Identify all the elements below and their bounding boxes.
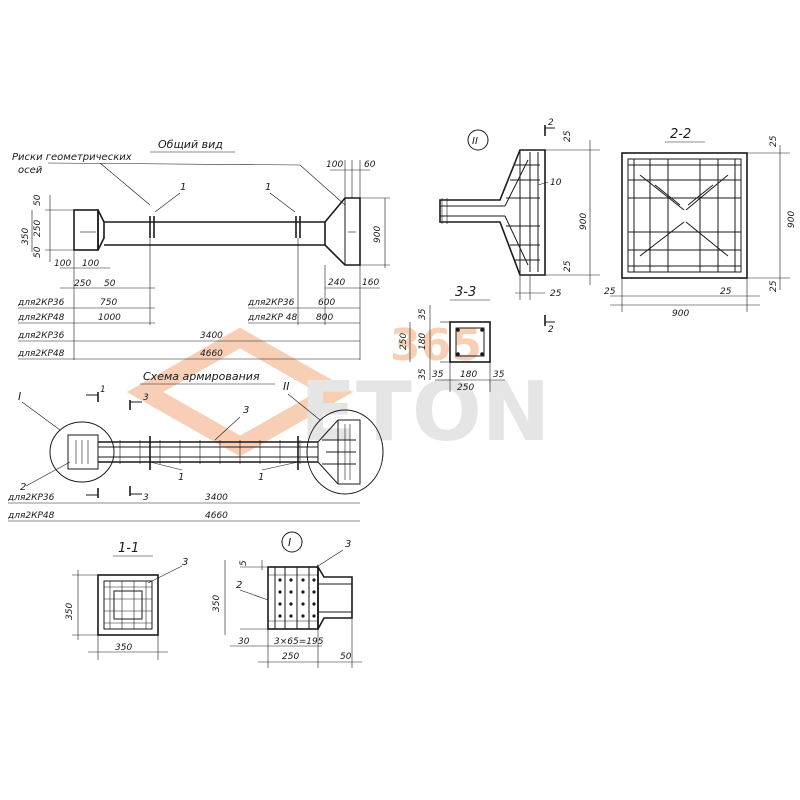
mark-1-a: 1 bbox=[180, 182, 186, 193]
node-I-label: I bbox=[18, 390, 21, 403]
mark-1-b: 1 bbox=[265, 182, 271, 193]
scheme-title: Схема армирования bbox=[143, 370, 260, 383]
watermark-eton: ETON bbox=[300, 365, 550, 460]
section-2-2: 2-2 25 900 25 25 25 900 bbox=[604, 127, 797, 319]
cut-1-top: 1 bbox=[100, 385, 106, 395]
row-for-36-d: для2КР36 bbox=[7, 493, 55, 503]
dim-100-c: 100 bbox=[326, 160, 343, 170]
mark-1-scheme-b: 1 bbox=[258, 472, 264, 483]
section-1-1: 1-1 3 350 350 bbox=[65, 541, 188, 660]
mark-3-sec1: 3 bbox=[182, 557, 188, 568]
node-I-circle bbox=[49, 421, 115, 483]
column-left-head bbox=[73, 209, 99, 251]
dim-25-e: 25 bbox=[769, 280, 779, 292]
dim-5: 5 bbox=[239, 560, 249, 566]
row-for-36-a: для2КР36 bbox=[17, 298, 65, 308]
dim-3x65: 3×65=195 bbox=[274, 637, 324, 647]
node-I-badge bbox=[281, 531, 303, 553]
dim-350-c: 350 bbox=[115, 643, 132, 653]
cut-3-top: 3 bbox=[143, 393, 149, 403]
dim-100-a: 100 bbox=[54, 259, 71, 269]
dim-350-d: 350 bbox=[212, 595, 222, 612]
dim-60: 60 bbox=[364, 160, 376, 170]
dim-350: 350 bbox=[21, 228, 31, 245]
general-view: Общий вид Риски геометрических осей 1 1 … bbox=[12, 138, 390, 360]
dim-250: 250 bbox=[33, 220, 43, 237]
dim-30: 30 bbox=[238, 637, 250, 647]
risks-label: Риски геометрических bbox=[12, 152, 132, 163]
section-2-2-title: 2-2 bbox=[670, 127, 691, 142]
node-I-badge-label: I bbox=[288, 536, 291, 549]
dim-25-d: 25 bbox=[769, 135, 779, 147]
cut-2-top: 2 bbox=[548, 118, 554, 128]
mark-2-scheme: 2 bbox=[20, 482, 26, 493]
dim-180-a: 180 bbox=[418, 333, 428, 350]
dim-25-g: 25 bbox=[720, 287, 732, 297]
dim-35-b: 35 bbox=[418, 368, 428, 380]
dim-350-b: 350 bbox=[65, 603, 75, 620]
dim-900-d: 900 bbox=[672, 309, 689, 319]
section-3-3: 3-3 35 180 35 250 35 180 35 250 bbox=[399, 285, 505, 393]
dim-900-c: 900 bbox=[787, 211, 797, 228]
dim-250-c: 250 bbox=[399, 333, 409, 350]
axes-label: осей bbox=[18, 165, 43, 176]
node-I-detail: I 3 2 5 350 30 3×65=195 250 50 bbox=[212, 531, 362, 668]
dim-4660-b: 4660 bbox=[205, 511, 228, 521]
dim-250-b: 250 bbox=[74, 279, 91, 289]
node-II-label: II bbox=[283, 380, 290, 393]
mark-3-scheme: 3 bbox=[243, 405, 249, 416]
dim-750: 750 bbox=[100, 298, 117, 308]
row-for-48-d: для2КР48 bbox=[7, 511, 55, 521]
node-II-badge-label: II bbox=[472, 136, 478, 147]
node-II-circle bbox=[306, 409, 384, 495]
dim-100-b: 100 bbox=[82, 259, 99, 269]
dim-25-a: 25 bbox=[563, 130, 573, 142]
row-for-48-a: для2КР48 bbox=[17, 313, 65, 323]
row-for-48-b: для2КР 48 bbox=[247, 313, 298, 323]
general-view-title: Общий вид bbox=[158, 138, 223, 151]
row-for-36-c: для2КР36 bbox=[17, 331, 65, 341]
row-for-36-b: для2КР36 bbox=[247, 298, 295, 308]
dim-35-a: 35 bbox=[418, 308, 428, 320]
dim-600: 600 bbox=[318, 298, 335, 308]
cut-3-bottom: 3 bbox=[143, 493, 149, 503]
dim-250-d: 250 bbox=[457, 383, 474, 393]
cut-2-bottom: 2 bbox=[548, 325, 554, 335]
dim-3400-b: 3400 bbox=[205, 493, 228, 503]
dim-50-d: 50 bbox=[340, 652, 352, 662]
reinforcement-scheme: Схема армирования I II bbox=[7, 370, 384, 522]
section-1-1-title: 1-1 bbox=[118, 541, 139, 556]
dim-900-b: 900 bbox=[579, 213, 589, 230]
dim-50-top: 50 bbox=[33, 194, 43, 206]
dim-3400-a: 3400 bbox=[200, 331, 223, 341]
dim-180-b: 180 bbox=[460, 370, 477, 380]
dim-50-bottom: 50 bbox=[33, 246, 43, 258]
section-3-3-title: 3-3 bbox=[455, 285, 476, 300]
dim-250-e: 250 bbox=[282, 652, 299, 662]
dim-35-c: 35 bbox=[432, 370, 444, 380]
dim-800: 800 bbox=[316, 313, 333, 323]
dim-50-c: 50 bbox=[104, 279, 116, 289]
mark-1-scheme-a: 1 bbox=[178, 472, 184, 483]
node-II-detail: II 10 2 2 25 900 25 25 bbox=[439, 118, 600, 335]
row-for-48-c: для2КР48 bbox=[17, 349, 65, 359]
mark-3-nodeI: 3 bbox=[345, 539, 351, 550]
dim-35-d: 35 bbox=[493, 370, 505, 380]
dim-240: 240 bbox=[328, 278, 345, 288]
dim-25-c: 25 bbox=[550, 289, 562, 299]
dim-1000: 1000 bbox=[98, 313, 121, 323]
mark-10: 10 bbox=[550, 178, 562, 188]
dim-25-b: 25 bbox=[563, 260, 573, 272]
mark-2-nodeI: 2 bbox=[236, 580, 242, 591]
node-II-badge bbox=[467, 129, 489, 151]
dim-25-f: 25 bbox=[604, 287, 616, 297]
dim-900-a: 900 bbox=[373, 226, 383, 243]
column-right-head bbox=[324, 197, 361, 266]
dim-160: 160 bbox=[362, 278, 379, 288]
dim-4660-a: 4660 bbox=[200, 349, 223, 359]
